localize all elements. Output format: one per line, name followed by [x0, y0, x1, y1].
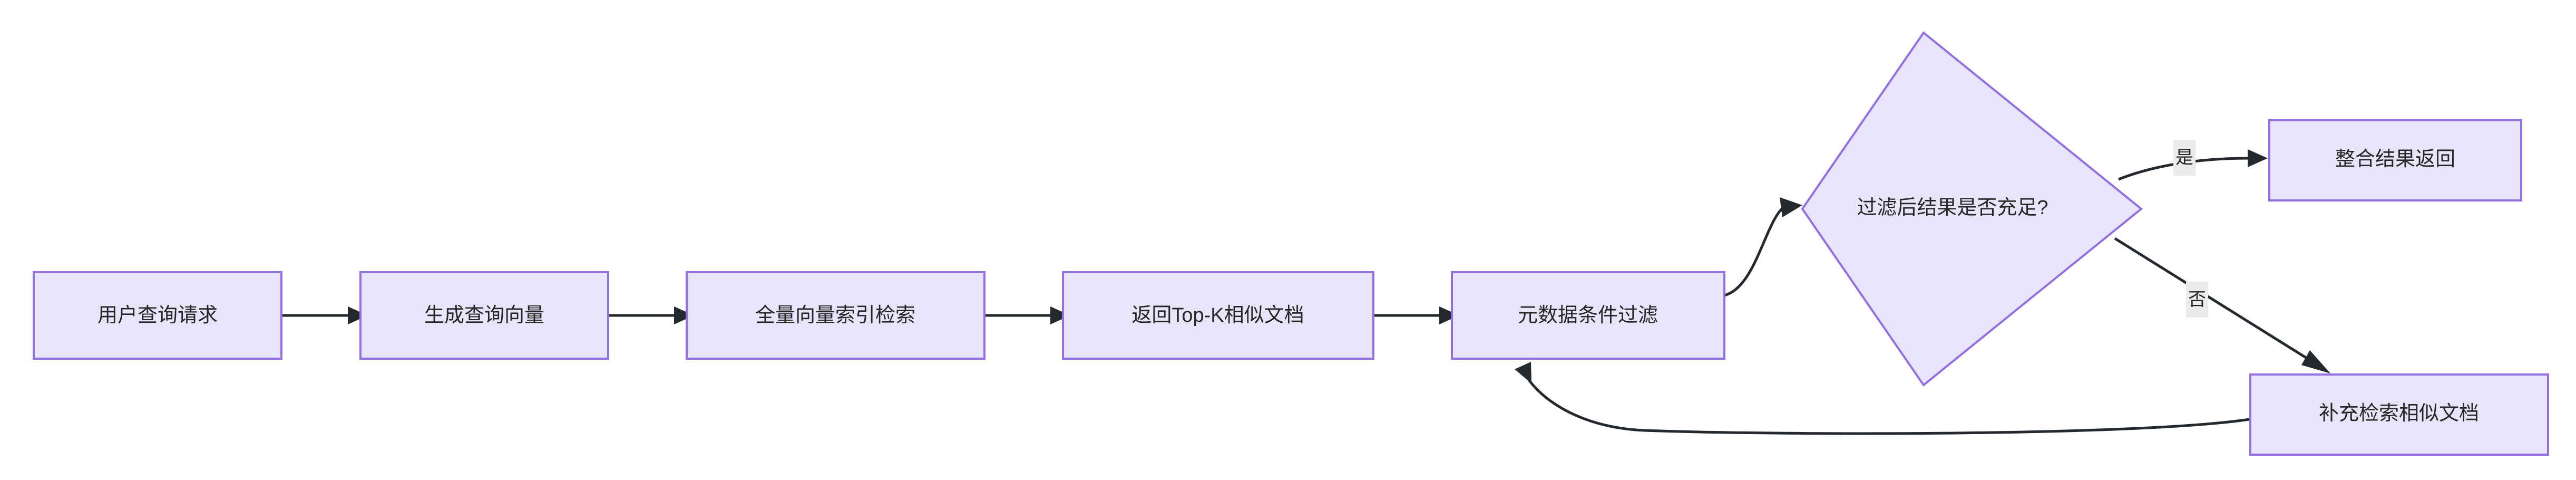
edge-line — [2114, 237, 2315, 364]
edge-label-background — [2173, 140, 2196, 176]
node-label: 生成查询向量 — [424, 304, 544, 327]
arrowhead-icon — [674, 306, 694, 324]
node-return-topk-similar-docs[interactable]: 返回Top-K相似文档 — [1062, 271, 1374, 360]
node-label: 过滤后结果是否充足? — [1857, 197, 2048, 219]
node-label: 元数据条件过滤 — [1518, 304, 1658, 327]
node-rect[interactable] — [686, 271, 985, 360]
edge-label-background — [2186, 282, 2208, 318]
edge-n1-n2 — [282, 306, 368, 324]
arrowhead-icon — [1050, 306, 1070, 324]
edge-n6-n8-no: 否 — [2114, 237, 2330, 373]
edge-n4-n5 — [1373, 306, 1459, 324]
node-diamond[interactable] — [1801, 31, 2143, 387]
edge-n6-n7-yes: 是 — [2118, 140, 2268, 181]
edge-n5-n6 — [1724, 197, 1802, 297]
edge-line — [1521, 369, 2250, 435]
node-label: 补充检索相似文档 — [2319, 402, 2479, 425]
node-rect[interactable] — [2268, 119, 2522, 201]
node-rect[interactable] — [2249, 373, 2549, 456]
edge-label-yes: 是 — [2175, 148, 2193, 168]
arrowhead-icon — [1515, 362, 1531, 383]
edge-n8-n5-loop — [1515, 362, 2250, 435]
node-label: 全量向量索引检索 — [755, 304, 915, 327]
node-results-sufficient-decision[interactable]: 过滤后结果是否充足? — [1801, 31, 2143, 387]
node-rect[interactable] — [33, 271, 282, 360]
node-full-vector-index-search[interactable]: 全量向量索引检索 — [686, 271, 985, 360]
node-rect[interactable] — [359, 271, 609, 360]
node-rect[interactable] — [1451, 271, 1725, 360]
edge-label-no: 否 — [2188, 290, 2206, 310]
edge-n2-n3 — [608, 306, 694, 324]
node-label: 返回Top-K相似文档 — [1131, 304, 1304, 327]
arrowhead-icon — [1780, 197, 1802, 217]
node-supplementary-retrieval[interactable]: 补充检索相似文档 — [2249, 373, 2549, 456]
arrowhead-icon — [1439, 306, 1459, 324]
node-merge-results-return[interactable]: 整合结果返回 — [2268, 119, 2522, 201]
arrowhead-icon — [348, 306, 368, 324]
edge-n3-n4 — [984, 306, 1070, 324]
node-label: 整合结果返回 — [2335, 148, 2455, 170]
node-user-query-request[interactable]: 用户查询请求 — [33, 271, 282, 360]
node-metadata-condition-filter[interactable]: 元数据条件过滤 — [1451, 271, 1725, 360]
arrowhead-icon — [2301, 350, 2330, 373]
node-rect[interactable] — [1062, 271, 1374, 360]
edge-line — [1724, 207, 1783, 297]
node-label: 用户查询请求 — [97, 304, 218, 327]
arrowhead-icon — [2248, 149, 2268, 167]
node-generate-query-vector[interactable]: 生成查询向量 — [359, 271, 609, 360]
